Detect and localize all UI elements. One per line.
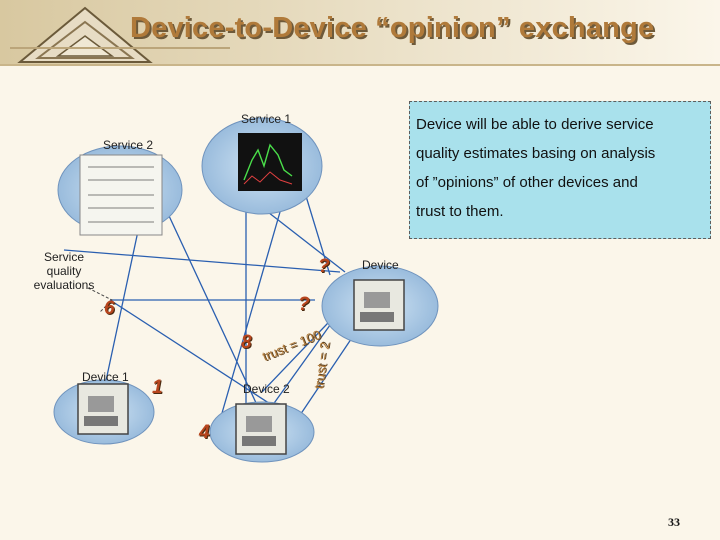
- question-mark-1: ?: [318, 256, 330, 277]
- label-device1: Device 1: [82, 370, 129, 384]
- label-service1: Service 1: [241, 112, 292, 126]
- chart-image: [238, 133, 302, 191]
- page-number: 33: [668, 515, 680, 529]
- callout-line: trust to them.: [416, 203, 504, 220]
- number-eight: 8: [241, 332, 252, 353]
- number-four: 4: [199, 422, 210, 443]
- label-device2: Device 2: [243, 382, 290, 396]
- label-line: evaluations: [33, 278, 95, 292]
- formula-image: [79, 154, 163, 236]
- device2-image: [235, 403, 287, 455]
- callout-line: quality estimates basing on analysis: [416, 145, 656, 162]
- label-device: Device: [362, 258, 399, 272]
- label-service-quality: Service quality evaluations: [28, 250, 100, 292]
- callout-box: [409, 101, 711, 239]
- device1-image: [77, 383, 129, 435]
- callout-line: of ”opinions” of other devices and: [416, 174, 638, 191]
- question-mark-2: ?: [298, 294, 310, 315]
- triangle-logo-icon: [10, 6, 230, 63]
- label-line: Service: [43, 250, 84, 264]
- callout-text: Device will be able to derive service qu…: [416, 110, 706, 226]
- device-image: [353, 279, 405, 331]
- number-six: 6: [104, 298, 115, 319]
- label-service2: Service 2: [103, 138, 154, 152]
- callout-line: Device will be able to derive service: [416, 116, 654, 133]
- number-one: 1: [152, 377, 163, 398]
- label-line: quality: [46, 264, 82, 278]
- page-title: Device-to-Device “opinion” exchange: [130, 12, 655, 44]
